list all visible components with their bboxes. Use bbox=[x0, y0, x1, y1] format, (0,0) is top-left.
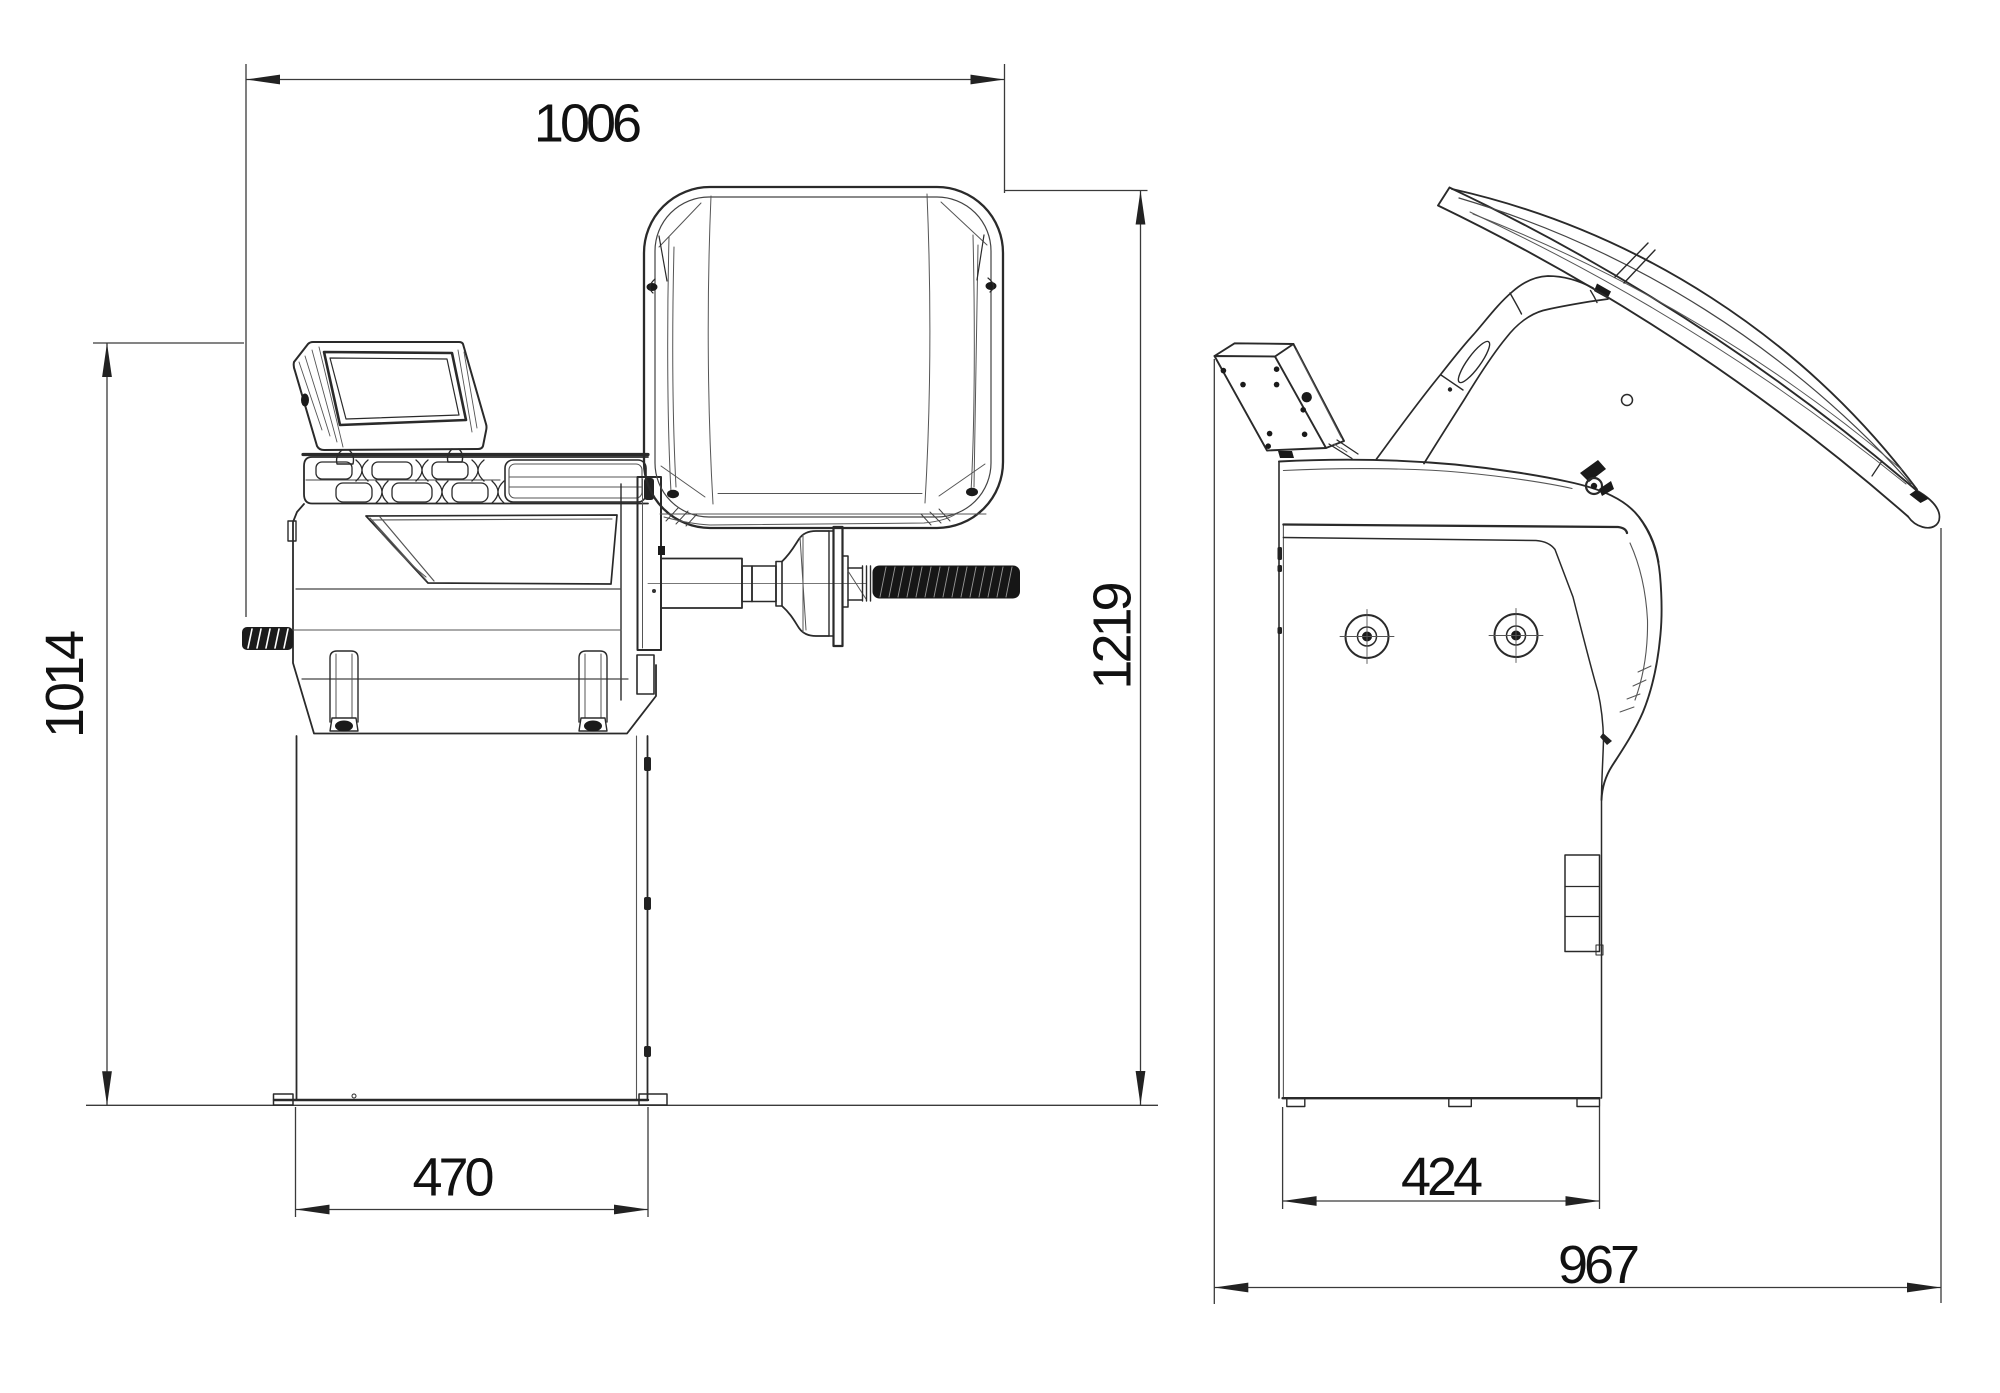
svg-text:967: 967 bbox=[1558, 1235, 1638, 1295]
svg-text:1006: 1006 bbox=[534, 94, 640, 154]
svg-text:1219: 1219 bbox=[1083, 583, 1143, 689]
svg-text:1014: 1014 bbox=[35, 631, 95, 738]
svg-text:424: 424 bbox=[1401, 1147, 1482, 1207]
svg-text:470: 470 bbox=[412, 1148, 492, 1208]
